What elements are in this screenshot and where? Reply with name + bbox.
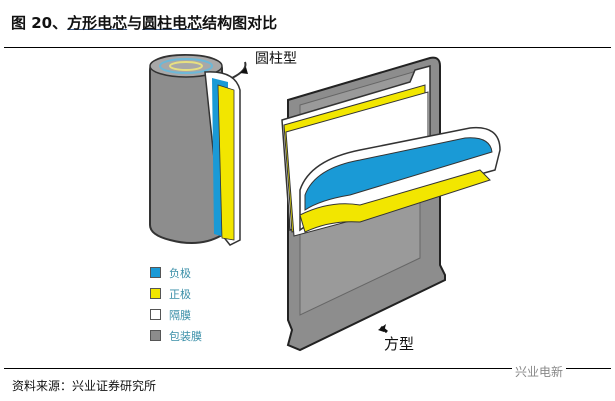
title-link-cylindrical[interactable]: 圆柱电芯: [142, 14, 203, 32]
title-text: 与: [127, 14, 143, 32]
prismatic-label: 方型: [384, 335, 415, 353]
packaging-swatch-icon: [150, 330, 161, 341]
legend-label: 正极: [169, 287, 191, 301]
legend-label: 负极: [169, 266, 191, 280]
separator-swatch-icon: [150, 309, 161, 320]
cathode-swatch-icon: [150, 288, 161, 299]
legend-item-cathode: 正极: [150, 283, 202, 304]
top-divider: [4, 47, 611, 48]
legend-item-separator: 隔膜: [150, 304, 202, 325]
title-text: 结构图对比: [202, 14, 278, 32]
anode-swatch-icon: [150, 267, 161, 278]
figure-title: 图 20、方形电芯与圆柱电芯结构图对比: [11, 12, 277, 33]
title-link-prismatic[interactable]: 方形电芯: [67, 14, 128, 32]
cylindrical-label: 圆柱型: [255, 51, 297, 67]
legend-label: 隔膜: [169, 308, 191, 322]
prismatic-cell-illustration: [281, 56, 501, 352]
legend-item-anode: 负极: [150, 262, 202, 283]
source-note: 资料来源：兴业证券研究所: [12, 379, 157, 393]
figure-number: 图 20、: [11, 14, 68, 32]
legend: 负极 正极 隔膜 包装膜: [150, 262, 202, 346]
cylindrical-cell-illustration: [149, 53, 248, 246]
bottom-divider: [4, 368, 611, 369]
legend-item-packaging: 包装膜: [150, 325, 202, 346]
watermark: 兴业电新: [512, 363, 567, 380]
legend-label: 包装膜: [169, 329, 202, 343]
